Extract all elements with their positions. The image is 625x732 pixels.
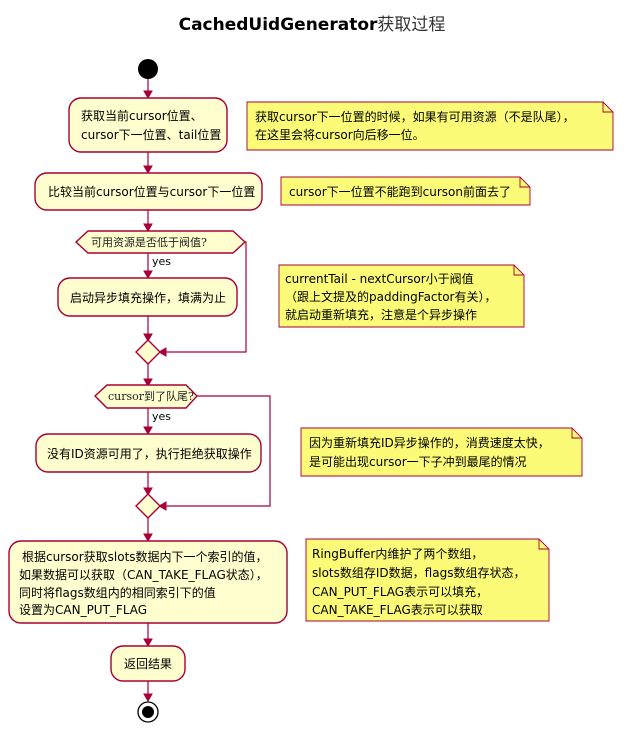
arrowhead — [157, 347, 167, 357]
arrowhead — [143, 333, 153, 343]
activity-compare-text: 比较当前cursor位置与cursor下一位置 — [48, 184, 255, 199]
arrowhead — [143, 693, 153, 703]
yes-label-2: yes — [152, 410, 171, 423]
arrowhead — [143, 165, 153, 175]
arrowhead — [143, 270, 153, 280]
activity-reject-text: 没有ID资源可用了，执行拒绝获取操作 — [47, 446, 252, 461]
activity-async-fill-text: 启动异步填充操作，填满为止 — [70, 290, 226, 305]
note-4-line1: 因为重新填充ID异步操作的，消费速度太快， — [309, 435, 550, 450]
note-1-line1: 获取cursor下一位置的时候，如果有可用资源（不是队尾）， — [255, 109, 575, 124]
condition-at-tail-text: cursor到了队尾? — [108, 389, 194, 403]
activity-reject: 没有ID资源可用了，执行拒绝获取操作 — [35, 433, 262, 473]
activity-return-result-text: 返回结果 — [124, 657, 172, 671]
flow-edges — [143, 79, 271, 703]
activity-fetch-slot-line1: 根据cursor获取slots数据内下一个索引的值， — [22, 549, 268, 564]
note-2: cursor下一位置不能跑到curson前面去了 — [280, 176, 531, 206]
note-3-line2: （跟上文提及的paddingFactor有关）， — [285, 289, 497, 304]
note-4: 因为重新填充ID异步操作的，消费速度太快， 是可能出现cursor一下子冲到最尾… — [300, 427, 583, 477]
note-3-line1: currentTail - nextCursor小于阀值 — [285, 271, 474, 286]
end-node — [137, 701, 159, 723]
arrowhead — [143, 90, 153, 100]
note-1-line2: 在这里会将cursor向后移一位。 — [255, 127, 425, 142]
merge-node-1 — [135, 339, 161, 365]
diagram-title-suffix: 获取过程 — [377, 15, 445, 35]
arrowhead — [143, 223, 153, 233]
activity-get-positions-line1: 获取当前cursor位置、 — [81, 108, 203, 123]
arrowhead — [143, 533, 153, 543]
activity-fetch-slot-line4: 设置为CAN_PUT_FLAG — [19, 603, 147, 617]
activity-async-fill: 启动异步填充操作，填满为止 — [57, 277, 238, 317]
diagram-title: CachedUidGenerator获取过程 — [179, 15, 446, 35]
note-5: RingBuffer内维护了两个数组， slots数组存ID数据，flags数组… — [305, 538, 550, 622]
note-5-line3: CAN_PUT_FLAG表示可以填充， — [312, 584, 488, 599]
note-2-text: cursor下一位置不能跑到curson前面去了 — [289, 184, 511, 199]
arrowhead — [143, 378, 153, 388]
condition-below-threshold: 可用资源是否低于阀值? — [74, 230, 247, 254]
arrowhead — [143, 487, 153, 497]
activity-get-positions: 获取当前cursor位置、 cursor下一位置、tail位置 — [68, 97, 228, 153]
activity-get-positions-line2: cursor下一位置、tail位置 — [81, 127, 221, 142]
note-3-line3: 就启动重新填充，注意是个异步操作 — [285, 307, 477, 322]
yes-label-1: yes — [152, 255, 171, 268]
note-5-line4: CAN_TAKE_FLAG表示可以获取 — [312, 603, 483, 617]
arrowhead — [143, 426, 153, 436]
start-node — [138, 59, 158, 79]
merge-node-2 — [135, 493, 161, 519]
note-5-line2: slots数组存ID数据，flags数组存状态， — [312, 565, 525, 580]
diagram-title-main: CachedUidGenerator — [179, 15, 378, 35]
note-4-line2: 是可能出现cursor一下子冲到最尾的情况 — [309, 454, 527, 469]
edge-cond2-no — [160, 395, 271, 507]
condition-at-tail: cursor到了队尾? — [93, 384, 198, 409]
note-1: 获取cursor下一位置的时候，如果有可用资源（不是队尾）， 在这里会将curs… — [246, 101, 614, 151]
arrowhead — [143, 638, 153, 648]
arrowhead — [157, 501, 167, 511]
condition-below-threshold-text: 可用资源是否低于阀值? — [91, 235, 207, 249]
activity-compare: 比较当前cursor位置与cursor下一位置 — [34, 172, 263, 211]
note-3: currentTail - nextCursor小于阀值 （跟上文提及的padd… — [278, 264, 525, 328]
activity-fetch-slot-line2: 如果数据可以获取（CAN_TAKE_FLAG状态）， — [19, 567, 268, 582]
activity-fetch-slot: 根据cursor获取slots数据内下一个索引的值， 如果数据可以获取（CAN_… — [8, 540, 288, 624]
activity-return-result: 返回结果 — [110, 645, 186, 682]
note-5-line1: RingBuffer内维护了两个数组， — [312, 546, 483, 561]
activity-fetch-slot-line3: 同时将flags数组内的相同索引下的值 — [19, 585, 216, 600]
